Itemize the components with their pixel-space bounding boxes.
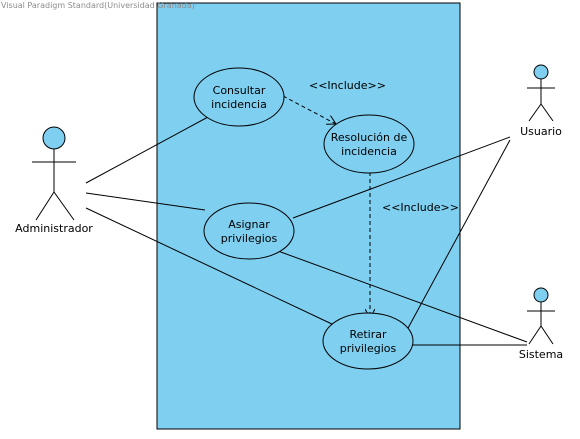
usecase-label-line1: Consultar [213,84,266,97]
usecase-label-line1: Asignar [228,218,270,231]
usecase-label-line2: incidencia [211,98,267,111]
actor-head-icon [42,126,66,150]
actor-label: Administrador [15,222,93,235]
usecase-asignar-privilegios[interactable]: Asignar privilegios [203,202,295,260]
assoc-usuario-retirar[interactable] [406,139,511,331]
usecase-label-line1: Retirar [349,328,387,341]
actor-label: Usuario [520,125,562,138]
usecase-label-line2: privilegios [221,232,278,245]
assoc-admin-asignar[interactable] [85,192,206,211]
usecase-label-line1: Resolución de [331,131,408,144]
system-boundary[interactable] [156,2,461,430]
usecase-resolucion-incidencia[interactable]: Resolución de incidencia [323,114,415,174]
usecase-consultar-incidencia[interactable]: Consultar incidencia [193,67,285,127]
usecase-label-line2: incidencia [341,145,397,158]
usecase-label-line2: privilegios [340,342,397,355]
assoc-admin-consultar[interactable] [85,116,209,184]
include-label-2: <<Include>> [382,201,459,214]
include-consultar-resolucion[interactable] [282,95,336,124]
usecase-retirar-privilegios[interactable]: Retirar privilegios [322,312,414,370]
actor-sistema[interactable]: Sistema [519,287,563,361]
actor-label: Sistema [519,348,563,361]
actor-head-icon [533,287,549,303]
assoc-usuario-asignar[interactable] [292,136,511,219]
watermark-label: Visual Paradigm Standard(Universidad Gra… [1,1,195,10]
include-label-1: <<Include>> [309,79,386,92]
assoc-admin-retirar[interactable] [85,207,335,326]
actor-usuario[interactable]: Usuario [520,64,562,138]
assoc-sistema-asignar[interactable] [277,250,528,343]
actor-administrador[interactable]: Administrador [15,126,93,235]
actor-head-icon [533,64,549,80]
